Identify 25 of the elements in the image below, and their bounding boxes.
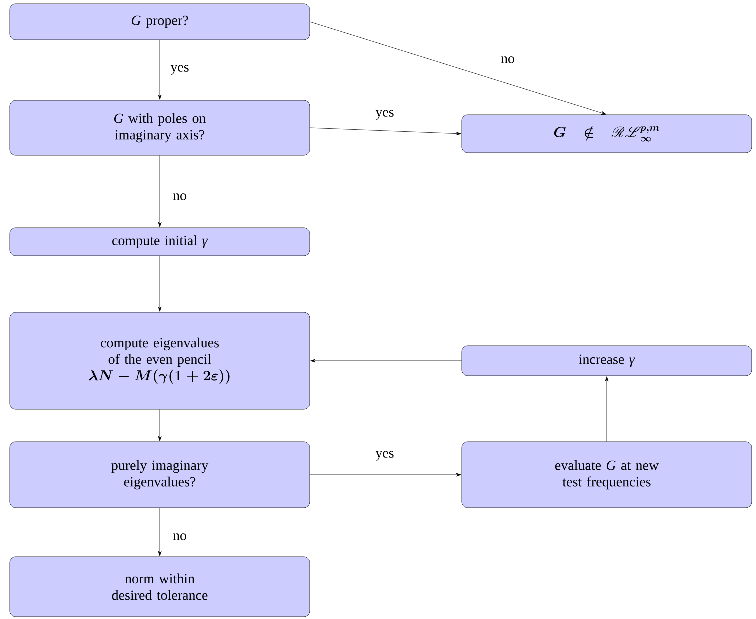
edge-label: yes: [374, 109, 396, 121]
arrow: [158, 410, 162, 442]
arrow: [158, 256, 162, 312]
arrow: [605, 376, 609, 442]
edge-label: yes: [374, 450, 396, 462]
process-box: $G \notin \mathscr{RL}_\infty^{p,m}$: [462, 114, 752, 154]
edge-label: no: [172, 192, 188, 202]
process-box: compute initial γ: [10, 228, 310, 256]
arrow: [310, 22, 607, 115]
process-box: evaluate G at new test frequencies: [462, 442, 752, 508]
arrow: [310, 473, 462, 477]
arrow: [310, 359, 462, 363]
process-box: G with poles on imaginary axis?: [10, 100, 310, 156]
arrow: [310, 128, 462, 136]
arrow: [158, 508, 162, 556]
arrow: [158, 156, 162, 228]
process-box: purely imaginary eigenvalues?: [10, 442, 310, 508]
process-box: compute eigenvalues of the even pencil $\lambda N - M(\gamma(1+2\varepsilon))$: [10, 312, 310, 410]
edge-label: no: [500, 56, 516, 64]
process-box: G proper?: [10, 4, 310, 40]
edge-label: yes: [170, 64, 190, 76]
edge-label: no: [172, 532, 188, 542]
process-box: norm within desired tolerance: [10, 556, 310, 618]
process-box: increase γ: [462, 346, 752, 376]
arrow: [158, 40, 162, 100]
